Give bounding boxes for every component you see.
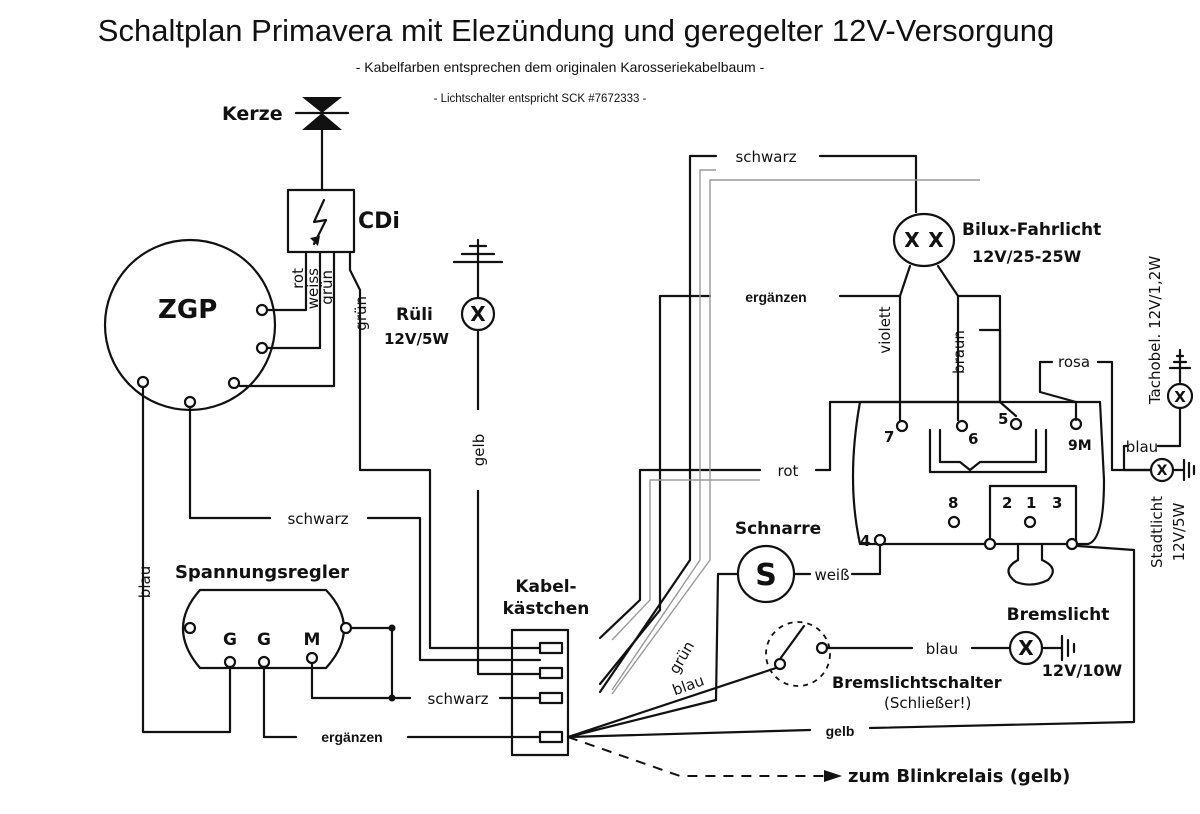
bremslichtschalter-outline xyxy=(765,621,831,687)
wire-label-rot-switch: rot xyxy=(778,462,799,480)
switch-terminal-6: 6 xyxy=(968,430,978,448)
switch-terminal-5: 5 xyxy=(998,410,1008,428)
regler-terminal-m: M xyxy=(304,630,321,650)
switch-terminal-3: 3 xyxy=(1052,494,1062,512)
tachobel-ground-icon xyxy=(1168,348,1192,384)
bilux-wires xyxy=(898,264,1018,422)
zgp-circle xyxy=(103,238,277,412)
harness-wires-gray xyxy=(611,169,980,695)
bremslicht-label: Bremslicht xyxy=(1007,605,1110,625)
regler-wires xyxy=(262,626,542,739)
bilux-rating: 12V/25-25W xyxy=(972,247,1082,266)
wire-blau-tacho xyxy=(1156,406,1182,448)
wire-label-ergaenzen-bottom: ergänzen xyxy=(321,729,382,745)
lightning-icon xyxy=(312,198,328,246)
wire-label-blau-brems: blau xyxy=(926,640,958,658)
wire-label-blau-left: blau xyxy=(136,566,154,598)
wire-label-gruen-cdi: grün xyxy=(352,296,370,331)
wire-label-blau-schnarre: blau xyxy=(670,671,707,699)
regler-terminal-g2: G xyxy=(257,630,271,650)
wire-label-ergaenzen-top: ergänzen xyxy=(745,289,806,305)
kabelkaestchen-label-2: kästchen xyxy=(503,599,590,619)
stadtlicht-label: Stadtlicht xyxy=(1148,496,1166,568)
wire-label-blau-tacho: blau xyxy=(1126,438,1158,456)
wire-blinkrelais-dashed xyxy=(567,736,824,777)
wire-label-gruen: grün xyxy=(318,270,336,305)
wire-gelb-bottom xyxy=(566,728,812,739)
wire-rosa xyxy=(1038,360,1078,422)
bilux-lamp-symbol-2: X xyxy=(928,228,944,252)
bilux-lamp xyxy=(892,212,956,268)
light-switch-body xyxy=(851,400,1106,546)
arrow-icon xyxy=(824,770,842,782)
schnarre-symbol: S xyxy=(755,558,777,593)
regler-terminal-g1: G xyxy=(223,630,237,650)
stadtlicht-lamp-symbol: X xyxy=(1157,463,1168,479)
zum-blinkrelais-label: zum Blinkrelais (gelb) xyxy=(848,766,1070,787)
wire-label-gelb-bottom: gelb xyxy=(826,723,855,739)
spannungsregler-body xyxy=(181,588,346,670)
cdi-label: CDi xyxy=(358,209,400,234)
wire-gelb-rueli xyxy=(476,328,542,676)
wire-label-schwarz-mid: schwarz xyxy=(287,510,348,528)
bilux-lamp-symbol-1: X xyxy=(904,228,920,252)
wire-label-schwarz-regler: schwarz xyxy=(427,690,488,708)
light-switch-knob xyxy=(1007,542,1054,586)
kabelkaestchen-label-1: Kabel- xyxy=(515,577,576,597)
kabelkaestchen-terminals xyxy=(538,641,564,744)
cdi-wires xyxy=(238,250,542,650)
switch-terminal-9m: 9M xyxy=(1068,438,1092,454)
wire-schwarz-zgp-2 xyxy=(366,516,542,662)
wire-label-gelb-rueli: gelb xyxy=(470,434,488,466)
zgp-label: ZGP xyxy=(158,295,217,325)
bremslicht-lamp-symbol: X xyxy=(1018,636,1034,660)
subtitle-cable-colors: - Kabelfarben entsprechen dem originalen… xyxy=(356,59,765,75)
light-switch-internal xyxy=(928,428,1078,546)
subtitle-light-switch: - Lichtschalter entspricht SCK #7672333 … xyxy=(434,93,647,105)
kabelkaestchen-box xyxy=(510,628,570,757)
wire-label-rosa: rosa xyxy=(1058,353,1090,371)
bremslicht-rating: 12V/10W xyxy=(1042,661,1123,680)
spannungsregler-label: Spannungsregler xyxy=(175,562,349,583)
wire-label-rot: rot xyxy=(289,268,307,289)
diagram-title: Schaltplan Primavera mit Elezündung und … xyxy=(98,13,1054,48)
kerze-label: Kerze xyxy=(222,103,283,125)
wire-blau-schalter xyxy=(566,666,778,739)
rueli-lamp-symbol: X xyxy=(470,302,486,326)
wire-label-braun: braun xyxy=(950,330,968,374)
switch-terminal-2: 2 xyxy=(1002,494,1012,512)
bremslichtschalter-label: Bremslichtschalter xyxy=(832,673,1002,692)
switch-terminal-4: 4 xyxy=(860,532,870,550)
switch-terminal-7: 7 xyxy=(884,428,894,446)
wire-label-gruen-schnarre: grün xyxy=(665,638,698,677)
bremslicht-ground-icon xyxy=(1040,634,1076,662)
wire-blau-left xyxy=(141,385,232,734)
rueli-ground-symbol xyxy=(452,238,504,300)
stadtlicht-ground-icon xyxy=(1171,458,1196,482)
spark-plug-symbol xyxy=(294,97,350,192)
tachobel-label: Tachobel. 12V/1,2W xyxy=(1146,256,1164,406)
wire-schwarz-zgp xyxy=(188,405,272,520)
wire-label-schwarz-top: schwarz xyxy=(735,148,796,166)
tachobel-lamp-symbol: X xyxy=(1174,388,1186,406)
wire-label-violett: violett xyxy=(876,306,894,353)
switch-terminal-1: 1 xyxy=(1026,494,1036,512)
bilux-label: Bilux-Fahrlicht xyxy=(962,220,1101,240)
rueli-rating: 12V/5W xyxy=(384,330,449,348)
rueli-label: Rüli xyxy=(396,305,433,325)
wire-gelb-bottom-2 xyxy=(868,544,1136,730)
stadtlicht-rating: 12V/5W xyxy=(1170,502,1188,561)
wire-label-weiss-schnarre: weiß xyxy=(814,566,849,584)
bremslichtschalter-note: (Schließer!) xyxy=(884,694,971,712)
wire-label-weiss: weiss xyxy=(304,268,322,309)
schnarre-label: Schnarre xyxy=(735,519,821,539)
switch-terminal-8: 8 xyxy=(948,494,958,512)
schnarre-wires xyxy=(566,544,882,739)
